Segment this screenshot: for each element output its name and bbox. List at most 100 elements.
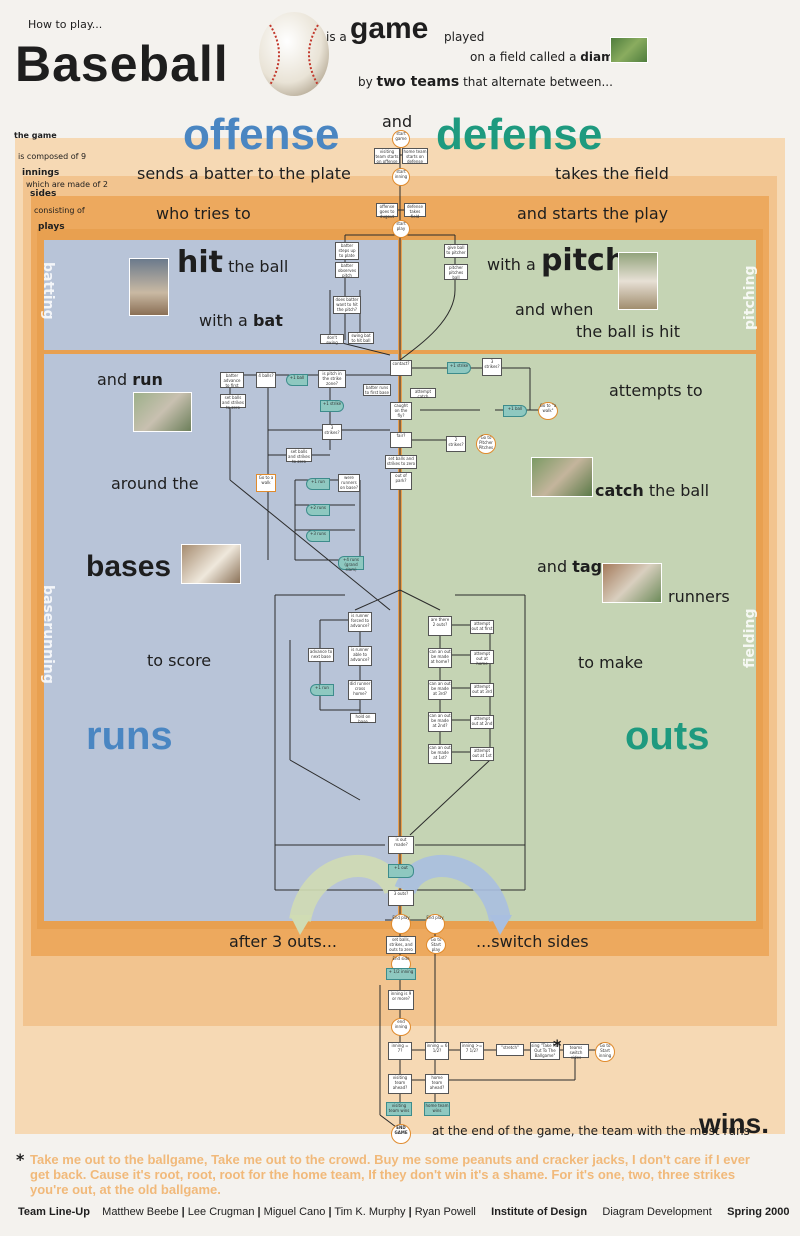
credits-line: Team Line-Up Matthew Beebe | Lee Crugman… [18,1206,790,1218]
caption-after-3: after 3 outs... [229,932,337,951]
node-visiting-wins: visiting team wins [386,1102,412,1116]
end-text: at the end of the game, the team with th… [432,1124,750,1138]
node-end-play-2: End play [391,914,411,934]
node-defense-field: defense takes field [404,203,426,219]
node-attempt-3rd: attempt out at 3rd [470,683,494,697]
node-swing-hit: swing bat to hit ball [348,332,374,344]
node-two-strikes: 2 strikes? [446,436,466,452]
node-runner-forced: is runner forced to advance? [348,612,372,632]
by-text: by [358,75,373,89]
and-run-prefix: and [97,370,128,389]
node-three-str: 3 strikes? [322,424,342,440]
node-three-strikes: 3 strikes? [482,358,502,376]
node-able-advance: is runner able to advance? [348,646,372,666]
played-text: played [444,30,485,44]
node-goto-start-inning: Go to Start inning [595,1042,615,1062]
node-stretch: "stretch" [496,1044,524,1056]
pitch-word: pitch [540,243,627,278]
node-does-swing: does batter want to hit the pitch? [333,296,361,314]
member-5: Ryan Powell [414,1206,476,1218]
caption-with-bat: with a bat [199,311,283,330]
with-a-pitch-text: with a [487,255,536,274]
is-a-text: is a [326,30,347,44]
institute-label: Institute of Design [491,1206,588,1218]
node-set-balls: set balls and strikes to zero [385,455,417,469]
node-hold-base: hold on base [350,713,376,724]
node-teams-switch: teams switch sides [563,1044,589,1060]
node-home-starts: home team starts on defense [402,148,428,164]
fielder-catch-photo [531,457,593,497]
game-word: game [350,12,429,45]
caption-around: around the [111,474,199,493]
offense-title: offense [183,110,340,159]
term-label: Spring 2000 [727,1206,790,1218]
node-caught-fly: caught on the fly? [390,402,412,420]
runs-word: runs [86,714,173,758]
teams-text: by two teams that alternate between... [358,74,613,90]
caption-and-run: and run [97,370,163,389]
node-plus-runs-2: +2 runs [306,504,330,516]
song-lyrics: Take me out to the ballgame, Take me out… [30,1152,750,1197]
node-goto-start: Go to Start play [426,936,446,954]
node-give-ball: give ball to pitcher [444,244,468,258]
asterisk-mark: * [553,1036,562,1055]
node-fair: fair? [390,432,412,448]
node-inning-7: inning = 7? [388,1042,412,1060]
node-attempt-1st: attempt out at 1st [470,747,494,761]
node-inning-mid2: inning >= 7 1/2? [460,1042,484,1060]
field-prefix: on a field called a [470,50,577,64]
wins-word: wins. [699,1108,770,1139]
two-teams-word: two teams [376,74,460,90]
course-label: Diagram Development [602,1206,712,1218]
note-consisting: consisting of [34,206,85,215]
node-can-out-2nd: can an out be made at 2nd? [428,712,452,732]
team-label: Team Line-Up [18,1206,90,1218]
batter-photo [129,258,169,316]
caption-runners: runners [668,587,730,606]
node-runs-first: batter runs to first base [363,384,391,396]
caption-takes-field: takes the field [555,164,669,183]
outs-word: outs [625,714,710,758]
and-word: and [382,112,413,131]
bases-word: bases [86,550,172,583]
defense-title: defense [436,110,603,159]
member-1: Matthew Beebe [102,1206,179,1218]
node-can-out-home: can an out be made at home? [428,648,452,668]
member-3: Miguel Cano [263,1206,326,1218]
node-plus-strike: +1 strike [320,400,344,412]
node-go-pitcher: Go to Pitcher Pitches [476,434,496,454]
node-half-inning: + 1/2 inning [386,968,416,980]
node-visiting-ahead: visiting team ahead? [388,1074,412,1094]
node-offense-dugout: offense goes to dugout [376,203,398,219]
node-is-pitch-zone: is pitch in the strike zone? [318,370,346,388]
how-to-play: How to play... [28,18,103,31]
base-photo [181,544,241,584]
node-inning-9: inning is 9 or more? [388,990,414,1010]
diamond-photo [610,37,648,63]
node-runner-home: did runner cross home? [348,680,372,700]
node-attempt-2nd: attempt out at 2nd [470,715,494,729]
node-contact: contact? [390,360,412,376]
node-set-zero-2: set balls and strikes to zero [286,448,312,464]
caption-and-tag: and tag [537,557,602,576]
node-end-play: End play [425,914,445,934]
caption-to-score: to score [147,651,212,670]
runner-photo [133,392,192,432]
node-plus-runs-3: +3 runs [306,530,330,542]
node-batter-observes: batter observes pitch [335,262,359,278]
node-set-zero-outs: set balls, strikes, and outs to zero [386,936,416,954]
note-sides: sides [30,189,57,199]
region-baserunning [44,354,398,921]
and-tag-prefix: and [537,557,568,576]
region-pitching [402,240,756,350]
node-advance-next: advance to next base [308,648,334,662]
node-four-balls: 4 balls? [256,372,276,388]
note-made-of: which are made of 2 [26,180,108,189]
run-word: run [132,370,163,389]
the-ball-2-text: the ball [648,481,710,500]
node-can-out-3rd: can an out be made at 3rd? [428,680,452,700]
node-start-game: start game [392,130,410,148]
caption-and-when: and when [515,300,594,319]
node-start-play: start play [392,220,410,238]
node-can-out-1st: can an out be made at 1st? [428,744,452,764]
